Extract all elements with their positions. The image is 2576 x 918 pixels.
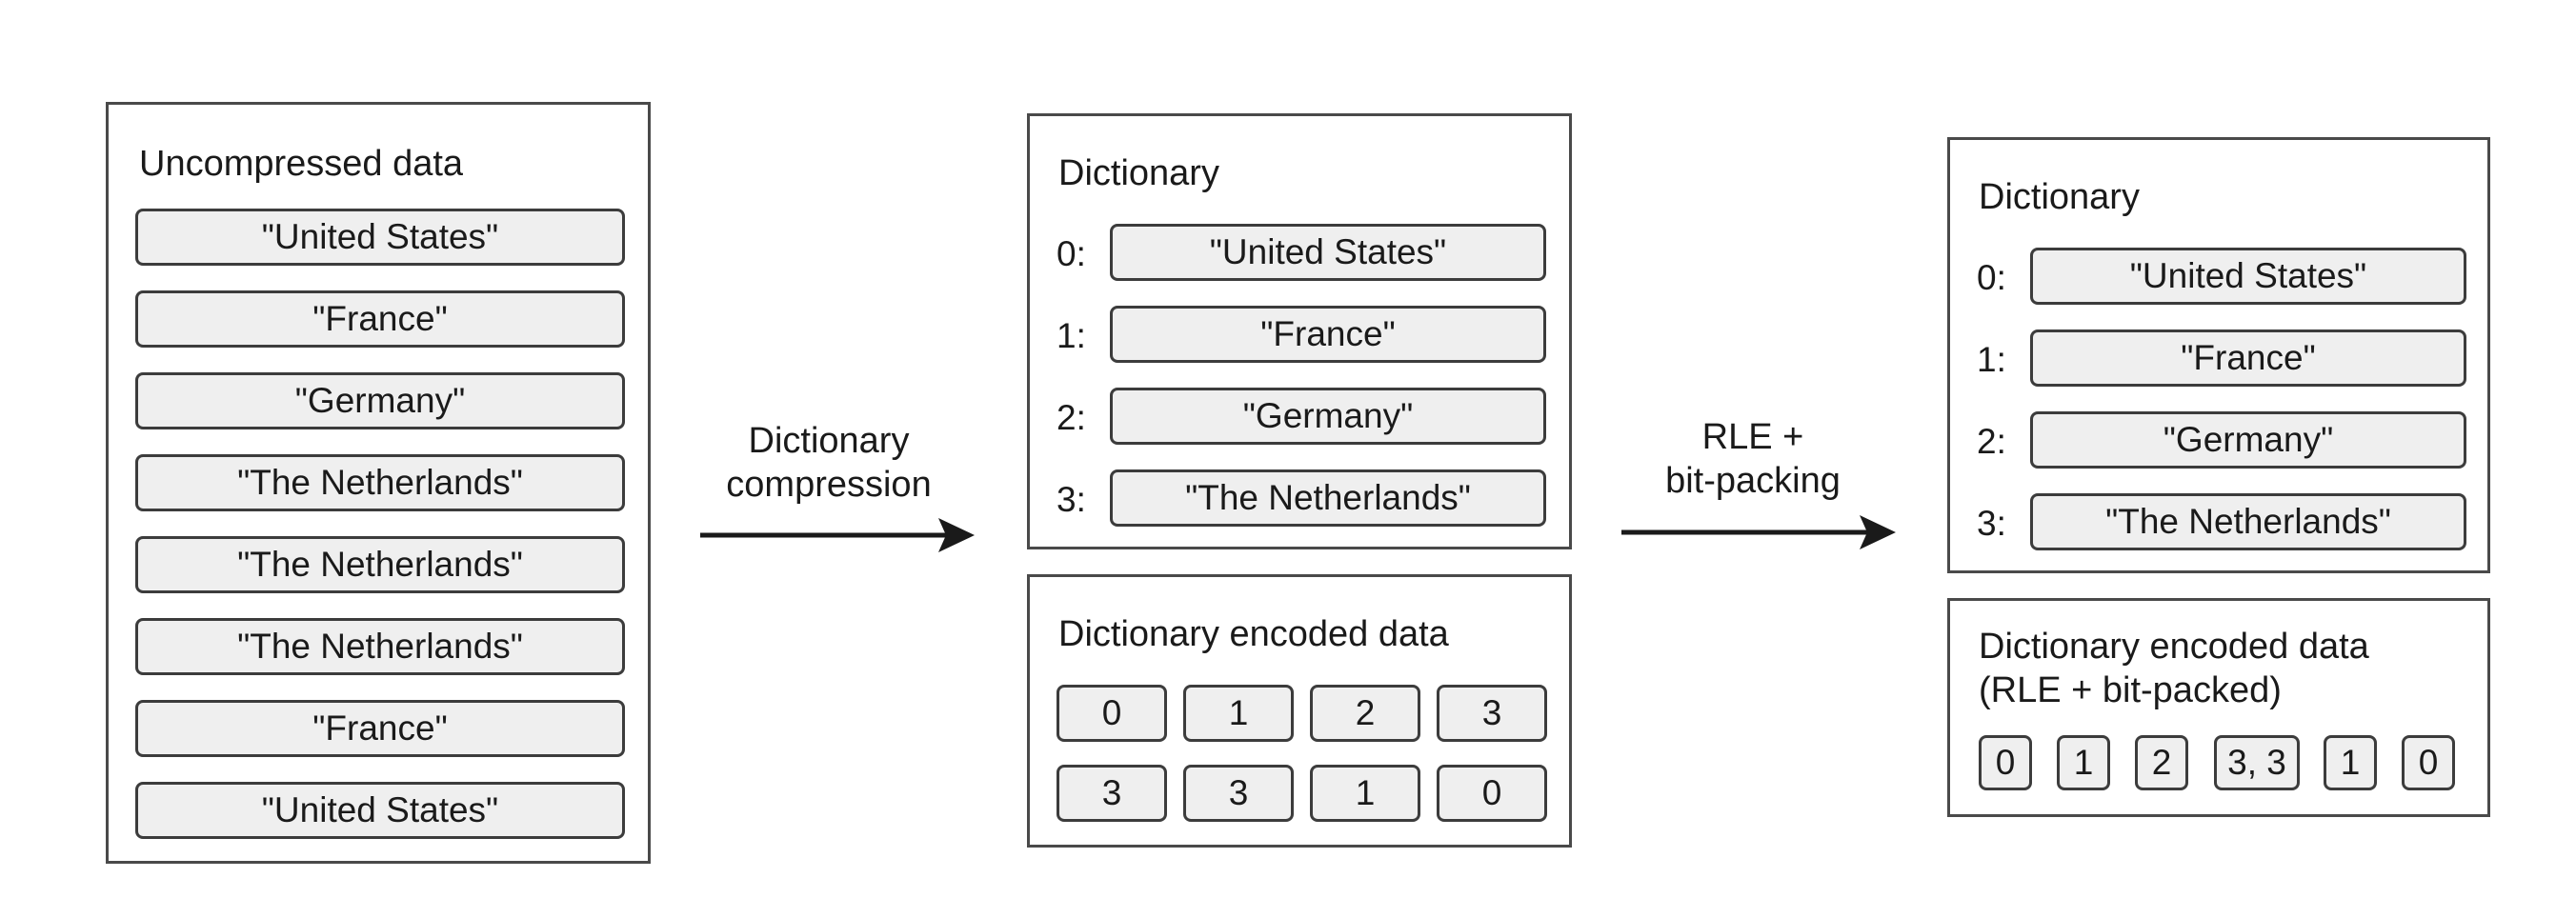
encoded-code: 0 [1437, 765, 1547, 822]
uncompressed-value: "Germany" [135, 372, 625, 429]
dictionary-compression-label: Dictionary compression [686, 419, 972, 508]
uncompressed-value: "United States" [135, 782, 625, 839]
uncompressed-value: "The Netherlands" [135, 454, 625, 511]
dictionary-value: "United States" [1110, 224, 1546, 281]
dictionary-compression-arrow [700, 518, 975, 552]
uncompressed-data-title: Uncompressed data [139, 144, 464, 184]
rle-code: 2 [2135, 735, 2188, 790]
uncompressed-value: "The Netherlands" [135, 536, 625, 593]
dictionary-index: 3: [1977, 504, 2006, 543]
rle-code: 0 [2402, 735, 2455, 790]
dictionary-value: "The Netherlands" [1110, 469, 1546, 527]
dictionary-index: 1: [1057, 316, 1086, 355]
uncompressed-value: "France" [135, 700, 625, 757]
right-encoded-panel: Dictionary encoded data (RLE + bit-packe… [1947, 598, 2490, 817]
encoded-code: 1 [1310, 765, 1420, 822]
encoded-code: 2 [1310, 685, 1420, 742]
dictionary-value: "France" [2030, 329, 2466, 387]
middle-encoded-title: Dictionary encoded data [1058, 614, 1449, 654]
encoded-code: 3 [1183, 765, 1294, 822]
encoded-code: 1 [1183, 685, 1294, 742]
dictionary-value: "United States" [2030, 248, 2466, 305]
encoded-code: 3 [1057, 765, 1167, 822]
dictionary-value: "France" [1110, 306, 1546, 363]
dictionary-value: "The Netherlands" [2030, 493, 2466, 550]
uncompressed-value: "France" [135, 290, 625, 348]
middle-dictionary-title: Dictionary [1058, 153, 1219, 193]
right-dictionary-panel: Dictionary 0: "United States" 1: "France… [1947, 137, 2490, 573]
dictionary-index: 3: [1057, 480, 1086, 519]
uncompressed-value: "The Netherlands" [135, 618, 625, 675]
right-dictionary-title: Dictionary [1979, 177, 2140, 217]
arrow2-label-line1: RLE + [1701, 417, 1804, 457]
dictionary-index: 0: [1057, 234, 1086, 273]
encoded-code: 0 [1057, 685, 1167, 742]
right-encoded-title: Dictionary encoded data (RLE + bit-packe… [1979, 627, 2369, 710]
middle-dictionary-panel: Dictionary 0: "United States" 1: "France… [1027, 113, 1572, 549]
uncompressed-value: "United States" [135, 209, 625, 266]
rle-code: 1 [2324, 735, 2377, 790]
dictionary-index: 2: [1977, 422, 2006, 461]
arrow1-label-line1: Dictionary [748, 421, 910, 461]
dictionary-value: "Germany" [2030, 411, 2466, 469]
rle-code: 0 [1979, 735, 2032, 790]
arrow1-label-line2: compression [726, 465, 932, 506]
rle-bit-packing-arrow [1621, 515, 1896, 549]
encoded-code: 3 [1437, 685, 1547, 742]
rle-code: 3, 3 [2214, 735, 2300, 790]
dictionary-index: 1: [1977, 340, 2006, 379]
dictionary-index: 2: [1057, 398, 1086, 437]
rle-code: 1 [2057, 735, 2110, 790]
arrow2-label-line2: bit-packing [1665, 461, 1841, 502]
dictionary-index: 0: [1977, 258, 2006, 297]
rle-bit-packing-label: RLE + bit-packing [1610, 415, 1896, 504]
middle-encoded-panel: Dictionary encoded data 0 1 2 3 3 3 1 0 [1027, 574, 1572, 848]
uncompressed-data-panel: Uncompressed data "United States" "Franc… [106, 102, 651, 864]
dictionary-value: "Germany" [1110, 388, 1546, 445]
